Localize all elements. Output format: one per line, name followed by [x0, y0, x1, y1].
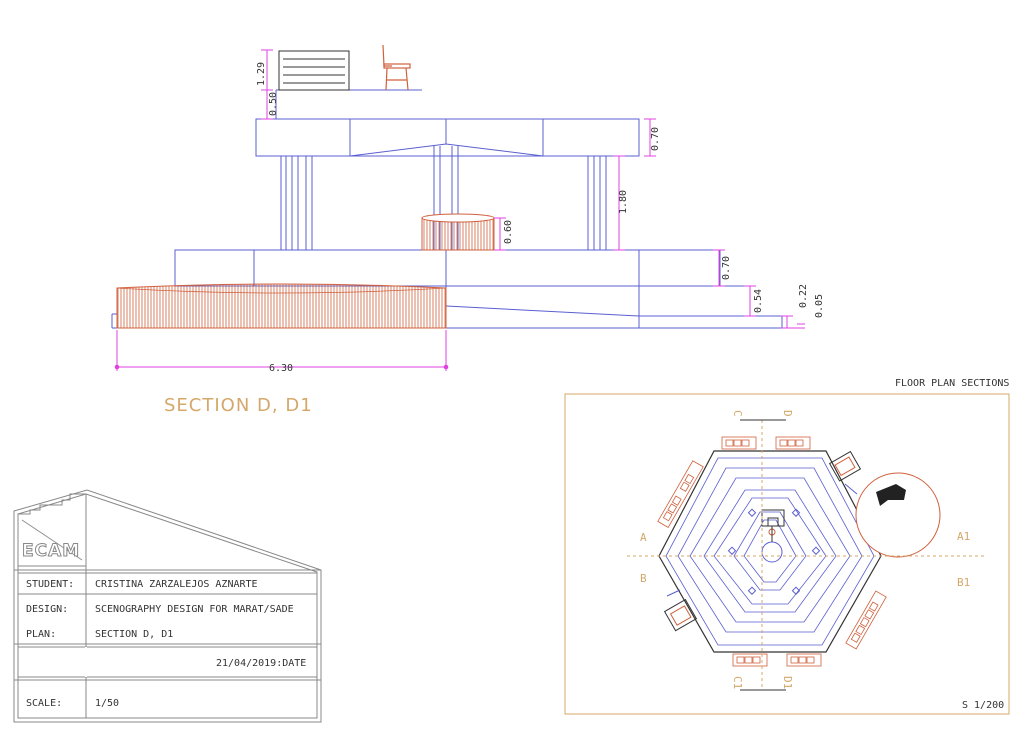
student-label: STUDENT: [26, 579, 74, 590]
chair-icon [382, 44, 411, 91]
dim-1-29: 1.29 [256, 62, 267, 86]
desk-units [663, 450, 862, 632]
label-b1: B1 [957, 576, 970, 589]
dimension-lines [114, 49, 805, 371]
floor-plan-frame [564, 393, 1010, 715]
dim-6-30: 6.30 [269, 363, 293, 374]
label-c1-bottom: C1 [731, 676, 744, 689]
section-lines [627, 420, 985, 690]
label-a: A [640, 531, 647, 544]
label-d-top: D [781, 410, 794, 417]
label-b: B [640, 572, 647, 585]
date-value: 21/04/2019:DATE [216, 658, 306, 669]
seat-groups [657, 436, 887, 667]
plan-label: PLAN: [26, 629, 56, 640]
scale-label: SCALE: [26, 698, 62, 709]
left-columns [280, 156, 313, 250]
scale-value: 1/50 [95, 698, 119, 709]
middle-platform [174, 249, 721, 287]
hatched-tub [421, 213, 495, 251]
logo: ECAM [22, 541, 80, 561]
title-block [13, 489, 322, 723]
dim-0-60: 0.60 [503, 220, 514, 244]
dim-0-54: 0.54 [753, 289, 764, 313]
dim-0-50: 0.50 [268, 92, 279, 116]
dim-0-70-mid: 0.70 [721, 256, 732, 280]
dim-1-80: 1.80 [618, 190, 629, 214]
design-value: SCENOGRAPHY DESIGN FOR MARAT/SADE [95, 604, 294, 615]
student-value: CRISTINA ZARZALEJOS AZNARTE [95, 579, 258, 590]
floor-plan-scale: S 1/200 [962, 700, 1004, 711]
plan-value: SECTION D, D1 [95, 629, 173, 640]
floor-plan-header: FLOOR PLAN SECTIONS [895, 378, 1009, 389]
section-markers [740, 419, 786, 691]
label-d1-bottom: D1 [781, 676, 794, 689]
label-a1: A1 [957, 530, 970, 543]
dim-0-05: 0.05 [814, 294, 825, 318]
piano-icon [876, 484, 906, 506]
shelf-unit [278, 50, 350, 91]
label-c-top: C [731, 410, 744, 417]
piano-circle [855, 472, 941, 558]
design-label: DESIGN: [26, 604, 68, 615]
right-columns [587, 156, 607, 250]
hexagon-stage [658, 450, 882, 653]
upper-slab [255, 118, 640, 157]
dim-0-70-top: 0.70 [650, 127, 661, 151]
section-title: SECTION D, D1 [164, 395, 313, 416]
dim-0-22: 0.22 [798, 284, 809, 308]
